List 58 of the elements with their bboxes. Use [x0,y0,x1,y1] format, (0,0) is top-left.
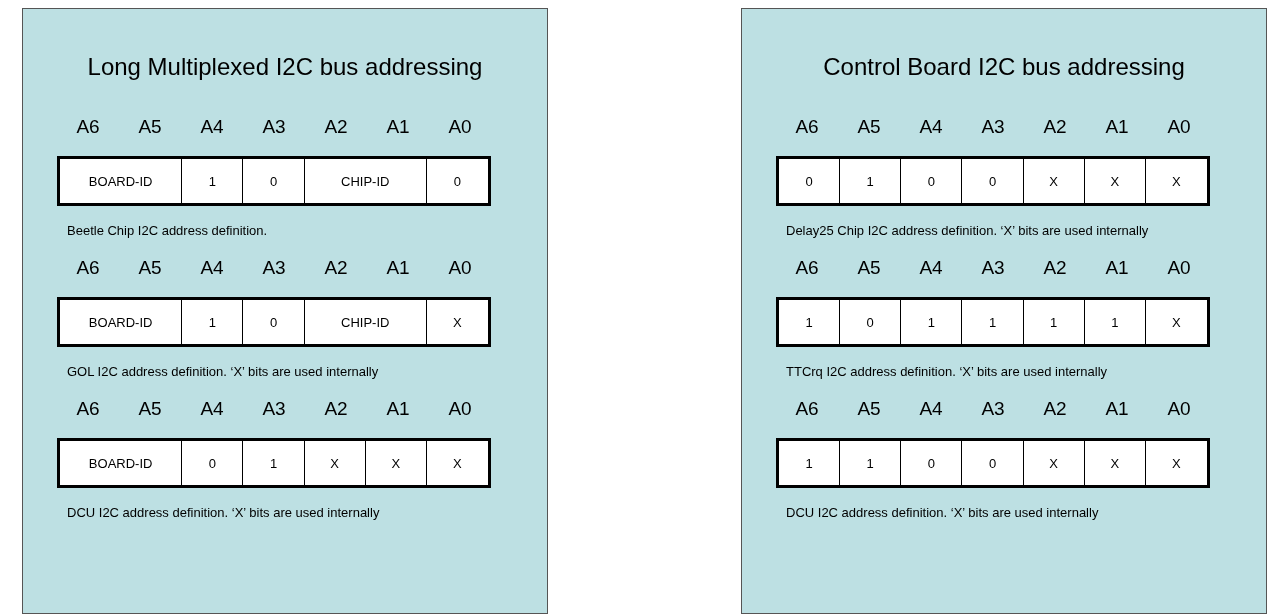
bit-label: A3 [980,257,1006,279]
register-caption: DCU I2C address definition. ‘X’ bits are used internally [786,504,1100,521]
bit-label: A6 [794,398,820,420]
bit-label: A3 [261,116,287,138]
bit-label: A4 [199,257,225,279]
bit-label: A0 [447,398,473,420]
bit-label: A2 [1042,257,1068,279]
register-box [57,156,491,206]
bit-label: A5 [856,116,882,138]
bit-label: A6 [75,116,101,138]
register-caption: TTCrq I2C address definition. ‘X’ bits are used internally [786,363,1109,380]
bit-label: A3 [261,398,287,420]
bit-label: A0 [447,257,473,279]
register-caption: Beetle Chip I2C address definition. [67,222,269,239]
bit-label: A6 [794,257,820,279]
bit-label: A3 [980,116,1006,138]
bit-label: A4 [918,398,944,420]
bit-label: A1 [385,398,411,420]
bit-label: A6 [75,398,101,420]
bit-label: A4 [918,116,944,138]
bit-label: A5 [137,257,163,279]
panel-title: Control Board I2C bus addressing [822,53,1186,81]
bit-label: A2 [323,116,349,138]
bit-label: A1 [1104,257,1130,279]
register-caption: GOL I2C address definition. ‘X’ bits are used internally [67,363,380,380]
bit-label: A5 [856,257,882,279]
bit-label: A5 [137,398,163,420]
register-box [776,156,1210,206]
panel-background [741,8,1267,614]
bit-label: A2 [323,257,349,279]
bit-label: A6 [794,116,820,138]
bit-label: A2 [323,398,349,420]
bit-label: A4 [918,257,944,279]
register-caption: Delay25 Chip I2C address definition. ‘X’ bits are used internally [786,222,1150,239]
register-box [57,297,491,347]
bit-label: A1 [1104,116,1130,138]
panel-title: Long Multiplexed I2C bus addressing [86,53,484,81]
bit-label: A4 [199,398,225,420]
register-box [776,438,1210,488]
bit-label: A3 [980,398,1006,420]
bit-label: A1 [385,257,411,279]
bit-label: A0 [1166,257,1192,279]
panel-background [22,8,548,614]
bit-label: A2 [1042,116,1068,138]
bit-label: A5 [137,116,163,138]
bit-label: A1 [1104,398,1130,420]
bit-label: A2 [1042,398,1068,420]
bit-label: A1 [385,116,411,138]
bit-label: A4 [199,116,225,138]
bit-label: A0 [1166,398,1192,420]
bit-label: A5 [856,398,882,420]
register-caption: DCU I2C address definition. ‘X’ bits are used internally [67,504,381,521]
bit-label: A6 [75,257,101,279]
register-box [57,438,491,488]
bit-label: A3 [261,257,287,279]
bit-label: A0 [1166,116,1192,138]
register-box [776,297,1210,347]
bit-label: A0 [447,116,473,138]
